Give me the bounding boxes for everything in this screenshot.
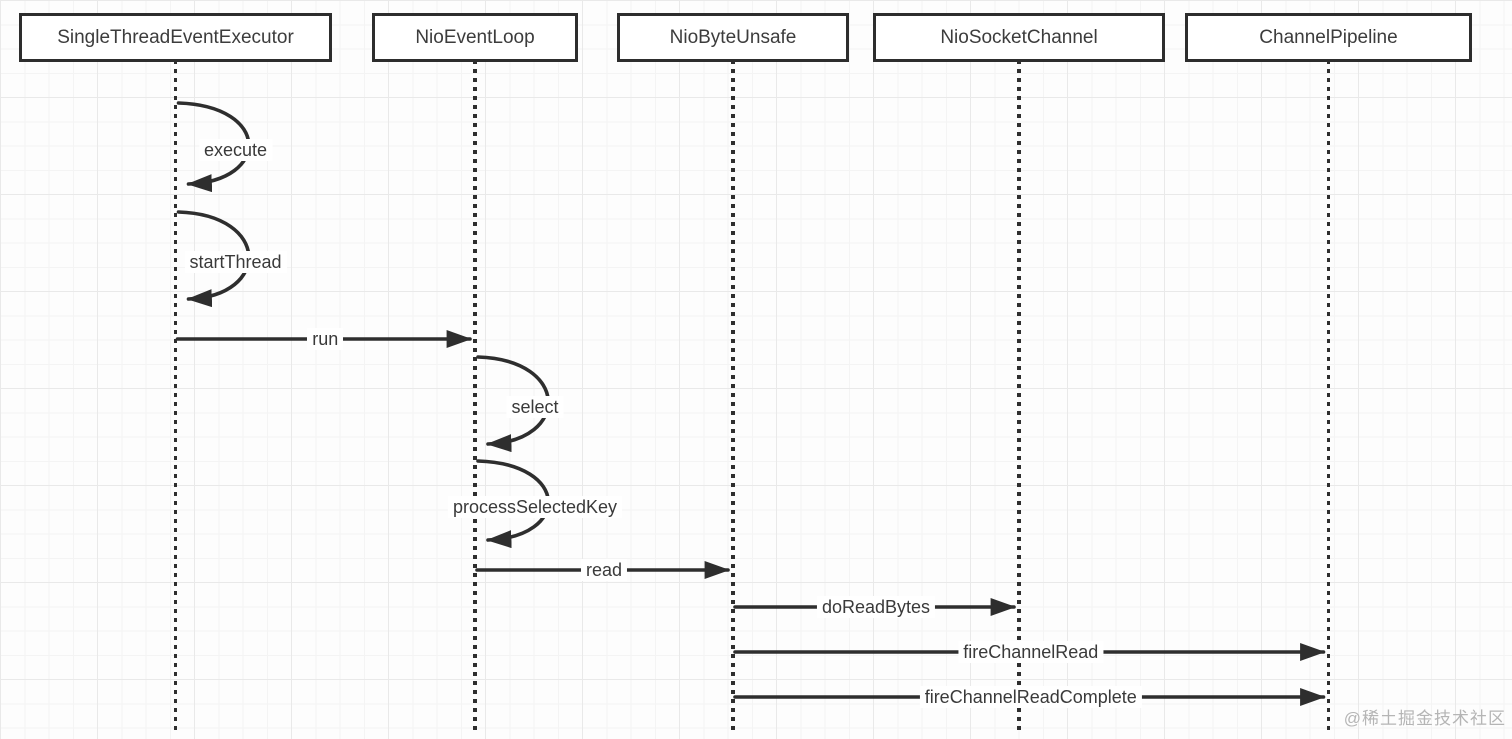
- participant-box-ChannelPipeline: ChannelPipeline: [1185, 13, 1472, 62]
- participant-box-NioEventLoop: NioEventLoop: [372, 13, 578, 62]
- message-label-startThread: startThread: [184, 250, 287, 273]
- lifeline-ChannelPipeline: [1326, 60, 1331, 734]
- lifeline-NioSocketChannel: [1017, 60, 1021, 734]
- message-label-fireChannelRead: fireChannelRead: [958, 641, 1104, 663]
- message-label-run: run: [307, 328, 344, 350]
- message-label-read: read: [580, 559, 628, 581]
- participant-label: NioEventLoop: [415, 26, 535, 48]
- participant-label: SingleThreadEventExecutor: [57, 26, 294, 48]
- lifeline-NioEventLoop: [473, 60, 477, 734]
- participant-label: NioByteUnsafe: [669, 26, 797, 48]
- message-label-processSelectedKey: processSelectedKey: [447, 495, 623, 518]
- lifeline-NioByteUnsafe: [731, 60, 735, 734]
- watermark: @稀土掘金技术社区: [1343, 709, 1506, 728]
- participant-label: ChannelPipeline: [1259, 26, 1398, 48]
- message-label-execute: execute: [198, 138, 273, 161]
- participant-box-SingleThreadEventExecutor: SingleThreadEventExecutor: [19, 13, 332, 62]
- message-label-select: select: [506, 395, 564, 418]
- participant-box-NioByteUnsafe: NioByteUnsafe: [617, 13, 849, 62]
- message-label-doReadBytes: doReadBytes: [816, 596, 936, 618]
- participant-box-NioSocketChannel: NioSocketChannel: [873, 13, 1165, 62]
- lifeline-SingleThreadEventExecutor: [173, 60, 178, 734]
- message-label-fireChannelReadComplete: fireChannelReadComplete: [919, 686, 1142, 708]
- participant-label: NioSocketChannel: [940, 26, 1098, 48]
